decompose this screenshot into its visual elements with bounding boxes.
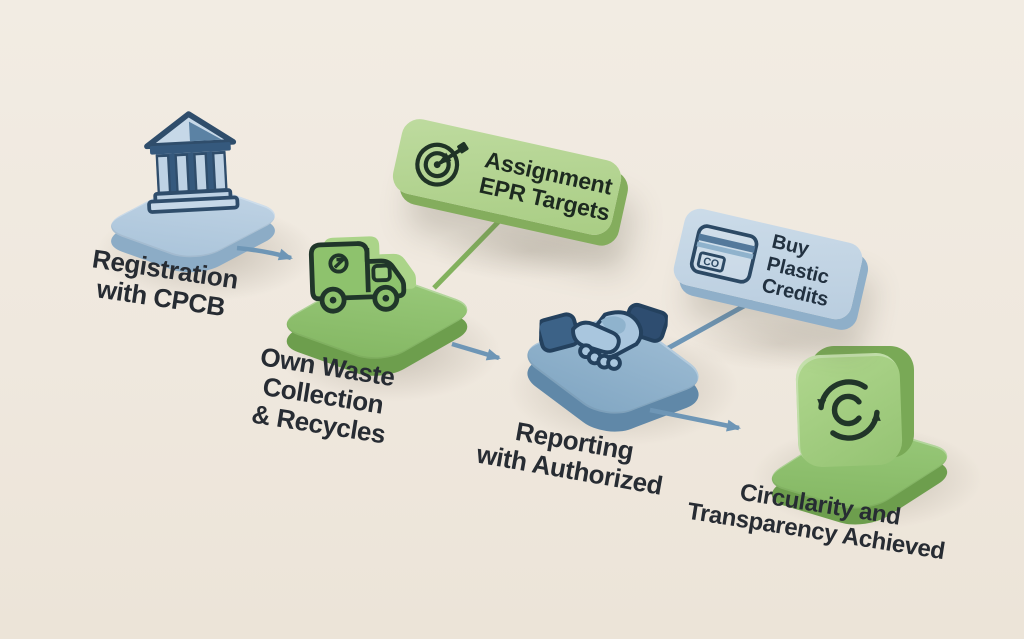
garbage-truck-icon <box>297 234 417 314</box>
callout-buy-plastic-credits: CO Buy Plastic Credits <box>670 205 866 323</box>
callout-text: Assignment EPR Targets <box>477 146 618 226</box>
card-label: CO <box>702 255 720 270</box>
target-icon <box>415 141 469 187</box>
credit-card-icon: CO <box>689 223 759 284</box>
callout-text: Buy Plastic Credits <box>759 231 840 312</box>
handshake-icon <box>537 302 669 371</box>
step-label-own-waste: Own Waste Collection & Recycles <box>249 341 397 449</box>
callout-assignment-epr-targets: Assignment EPR Targets <box>389 115 625 239</box>
circular-arrows-icon <box>817 379 881 441</box>
circularity-block <box>795 346 914 468</box>
bank-icon <box>144 111 240 214</box>
